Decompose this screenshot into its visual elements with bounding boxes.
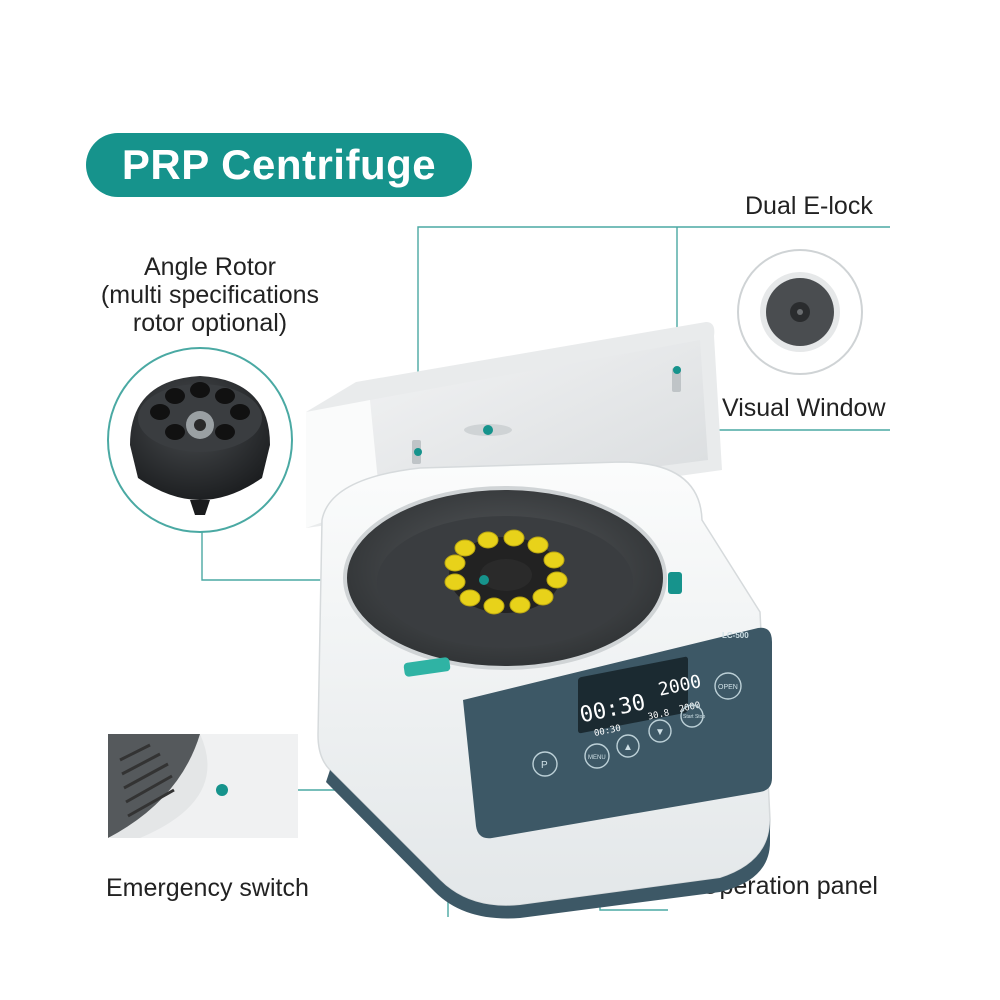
page-title: PRP Centrifuge — [86, 133, 472, 197]
menu-button-label: MENU — [588, 755, 606, 761]
rotor-with-tubes — [444, 529, 568, 615]
display-speed-small: 2000 — [678, 701, 701, 715]
angle-rotor-inset — [107, 347, 293, 533]
label-dual-elock: Dual E-lock — [745, 192, 873, 220]
down-button[interactable] — [648, 719, 672, 743]
emergency-switch-dot-icon — [216, 784, 228, 796]
open-button-label: OPEN — [718, 684, 738, 691]
model-label: LC-500 — [722, 631, 749, 640]
label-emergency-switch: Emergency switch — [106, 874, 309, 902]
label-angle-rotor-line1: Angle Rotor — [143, 253, 277, 281]
visual-window-inset — [737, 249, 863, 375]
menu-button[interactable] — [584, 743, 610, 769]
label-visual-window: Visual Window — [722, 394, 886, 422]
down-button-label: ▼ — [655, 727, 665, 738]
centrifuge-body — [317, 461, 772, 919]
program-button[interactable] — [532, 751, 558, 777]
label-angle-rotor: Angle Rotor (multi specifications rotor … — [60, 253, 360, 337]
label-angle-rotor-line2: (multi specifications — [100, 281, 320, 309]
open-button[interactable] — [714, 672, 742, 700]
emergency-switch-inset — [108, 734, 298, 838]
display-screen — [578, 656, 688, 734]
operation-panel — [463, 627, 772, 839]
display-temp: 30.8 — [647, 708, 670, 722]
up-button[interactable] — [616, 734, 640, 758]
up-button-label: ▲ — [623, 742, 633, 753]
start-stop-button-label: Start Stop — [683, 714, 705, 720]
elock-right-icon — [672, 368, 681, 392]
start-stop-button[interactable] — [680, 704, 704, 728]
program-button-label: P — [541, 760, 548, 771]
label-angle-rotor-line3: rotor optional) — [132, 309, 288, 337]
emergency-switch-icon — [403, 657, 451, 677]
